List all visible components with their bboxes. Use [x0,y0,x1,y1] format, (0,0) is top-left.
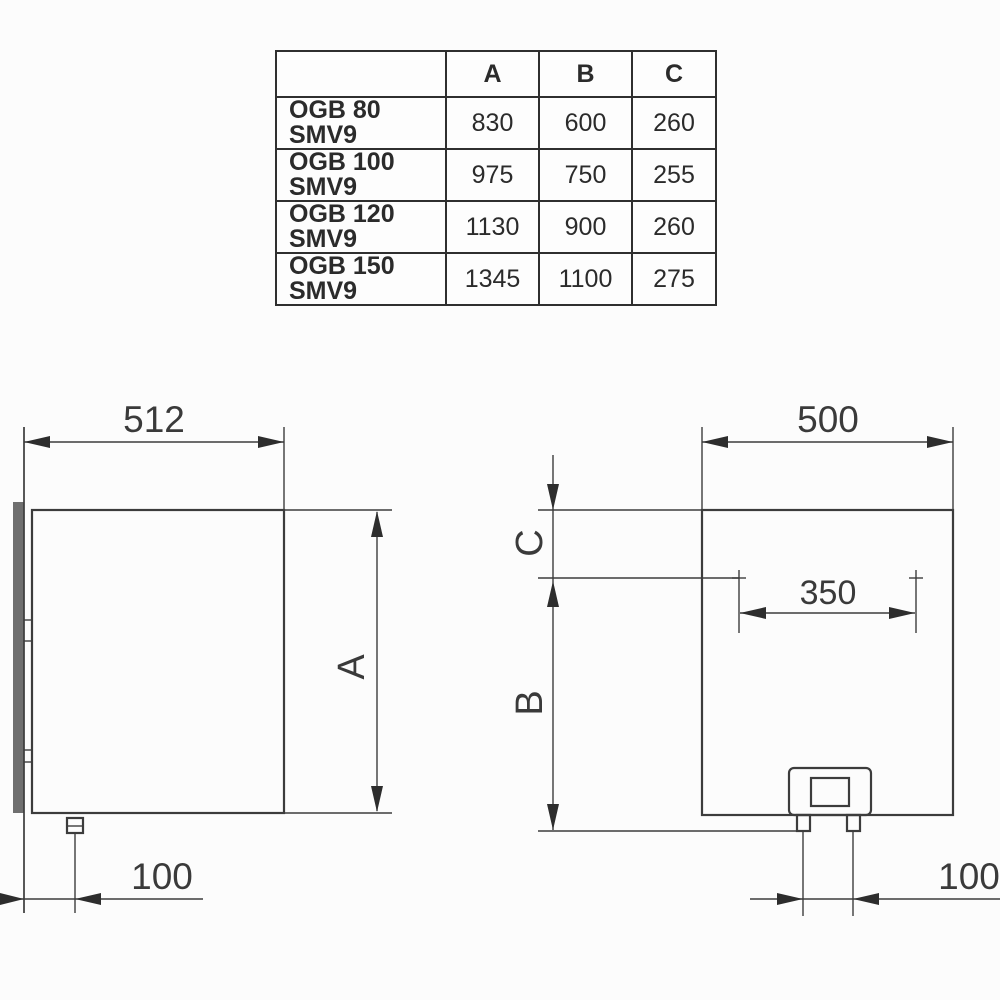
hole-spacing-dimension: 350 [732,570,923,633]
pipe-offset-dimension: 100 [0,856,203,905]
value-a: 975 [445,148,540,202]
tank-body-side [30,508,286,815]
value-b: 600 [538,96,633,150]
vertical-dimensions: C B [509,455,559,830]
arrowhead-right-icon [927,436,953,448]
value-b: 750 [538,148,633,202]
control-panel [787,766,873,817]
model-name: OGB 120 SMV9 [275,200,447,254]
value-a: 1130 [445,200,540,254]
table-header-model [275,50,447,98]
arrowhead-right-icon [777,893,803,905]
control-panel-housing [787,766,873,817]
hole-spacing-label: 350 [800,574,857,612]
tank-body-front [700,508,955,817]
model-name: OGB 150 SMV9 [275,252,447,306]
depth-dimension-label: 512 [123,399,185,440]
arrowhead-up-icon [547,581,559,607]
value-b: 1100 [538,252,633,306]
arrowhead-right-icon [889,607,915,619]
value-a: 1345 [445,252,540,306]
side-view: 512 A 100 [0,399,392,913]
pipe-right [845,813,862,833]
value-b: 900 [538,200,633,254]
wall-mounting-rail [13,502,24,813]
width-dimension: 500 [702,399,953,448]
depth-dimension: 512 [24,399,284,448]
pipe-left [795,813,812,833]
table-header-b: B [538,50,633,98]
bracket-height-label: B [509,690,551,715]
table-row: OGB 100 SMV9 975 750 255 [275,148,717,202]
value-c: 275 [631,252,717,306]
table-row: OGB 150 SMV9 1345 1100 275 [275,252,717,306]
arrowhead-down-icon [371,786,383,812]
table-row: OGB 120 SMV9 1130 900 260 [275,200,717,254]
arrowhead-left-icon [75,893,101,905]
arrowhead-left-icon [702,436,728,448]
mounting-bracket-lower [24,749,32,763]
table-row: OGB 80 SMV9 830 600 260 [275,96,717,150]
width-dimension-label: 500 [797,399,859,440]
value-a: 830 [445,96,540,150]
table-header-a: A [445,50,540,98]
model-name: OGB 100 SMV9 [275,148,447,202]
arrowhead-left-icon [740,607,766,619]
value-c: 260 [631,200,717,254]
arrowhead-up-icon [371,511,383,537]
mounting-bracket-upper [24,619,32,642]
table-header-row: A B C [275,50,717,98]
pipe-spacing-dimension: 100 [750,856,1000,905]
control-panel-display [809,776,851,808]
value-c: 255 [631,148,717,202]
pipe-spacing-label: 100 [938,856,1000,897]
arrowhead-left-icon [24,436,50,448]
arrowhead-left-icon [853,893,879,905]
top-offset-label: C [509,529,551,556]
arrowhead-right-icon [258,436,284,448]
arrowhead-right-icon [0,893,24,905]
arrowhead-down-icon [547,804,559,830]
height-dimension-label: A [331,654,373,680]
height-dimension: A [331,511,383,812]
arrowhead-down-icon [547,484,559,510]
pipe-connections-front [795,813,862,916]
table-header-c: C [631,50,717,98]
dimensions-table: A B C OGB 80 SMV9 830 600 260 OGB 100 SM… [275,50,717,306]
pipe-offset-label: 100 [131,856,193,897]
front-view: 500 C B 350 [509,399,1000,916]
value-c: 260 [631,96,717,150]
model-name: OGB 80 SMV9 [275,96,447,150]
